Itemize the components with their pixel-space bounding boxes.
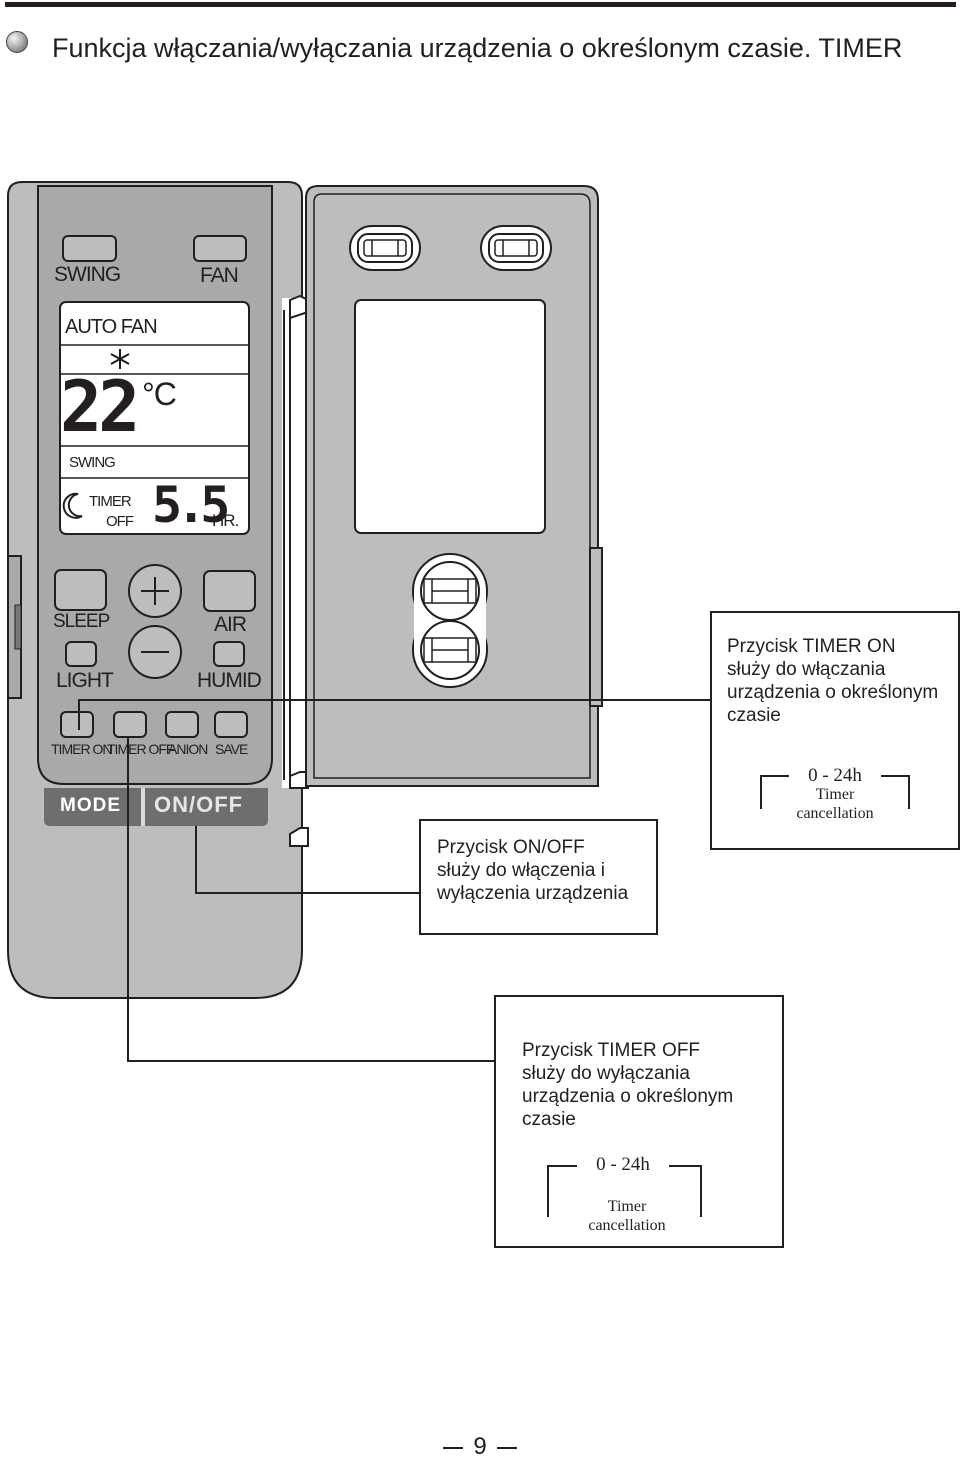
light-label: LIGHT (56, 669, 114, 692)
leader-lines (78, 699, 712, 1062)
callout-timer-on-text: Przycisk TIMER ON służy do włączania urz… (727, 636, 939, 726)
mode-band (44, 788, 268, 826)
cover-window (354, 299, 546, 534)
save-label: SAVE (215, 741, 248, 757)
lcd-timer-label: TIMER (89, 493, 132, 510)
bullet-icon (6, 31, 28, 53)
timer-cancel: Timer cancellation (782, 785, 888, 823)
timer-range-diagram: 0 - 24h Timer cancellation (760, 765, 910, 827)
latch (289, 827, 309, 847)
humid-button (213, 641, 245, 667)
air-label: AIR (214, 613, 247, 636)
save-button (214, 711, 248, 738)
snowflake-icon (110, 349, 130, 369)
fan-button-label: FAN (200, 264, 239, 287)
callout-timer-on: Przycisk TIMER ON służy do włączania urz… (710, 611, 960, 850)
light-button (65, 641, 97, 667)
timer-range: 0 - 24h (789, 765, 881, 787)
lcd-timer-state: OFF (106, 513, 134, 530)
cover-slot-right (480, 225, 552, 271)
humid-label: HUMID (197, 669, 262, 692)
top-rule (5, 2, 956, 7)
timer-off-range-diagram: 0 - 24h Timer cancellation (547, 1154, 702, 1235)
lcd-timer-unit: HR. (212, 511, 239, 530)
cover-slot-left (349, 225, 421, 271)
anion-label: ANION (168, 741, 208, 757)
sleep-button (54, 569, 107, 611)
page-heading: Funkcja włączania/wyłączania urządzenia … (52, 33, 903, 63)
lcd-fan-mode: AUTO FAN (65, 316, 158, 338)
on-off-button[interactable]: ON/OFF (154, 792, 244, 817)
fan-button (193, 235, 247, 262)
battery-holder (412, 553, 488, 688)
lcd-temperature: 22 (60, 366, 140, 448)
lcd-swing: SWING (69, 454, 116, 471)
moon-icon (62, 492, 83, 519)
lcd-timer-value: 5.5 (152, 476, 230, 534)
swing-button-label: SWING (54, 263, 121, 286)
timer-off-label: TIMER OFF (107, 741, 174, 757)
timer-on-label: TIMER ON (51, 741, 112, 757)
sleep-label: SLEEP (53, 611, 110, 632)
lcd-temperature-unit: °C (142, 376, 177, 412)
callout-on-off-text: Przycisk ON/OFF służy do włączenia i wył… (437, 837, 629, 904)
timer-off-range: 0 - 24h (577, 1154, 669, 1176)
swing-button (62, 235, 117, 262)
remote-illustration (7, 181, 712, 1062)
timer-on-button (60, 711, 94, 738)
air-button (203, 570, 256, 612)
callout-timer-off: Przycisk TIMER OFF służy do wyłączania u… (494, 995, 784, 1248)
mode-button[interactable]: MODE (60, 795, 121, 816)
anion-button (165, 711, 199, 738)
callout-timer-off-text: Przycisk TIMER OFF służy do wyłączania u… (522, 1040, 734, 1130)
timer-off-cancel: Timer cancellation (572, 1197, 682, 1235)
timer-off-button (113, 711, 147, 738)
callout-on-off: Przycisk ON/OFF służy do włączenia i wył… (419, 819, 658, 935)
page-number: 9 (440, 1433, 520, 1461)
lcd-screen (59, 301, 250, 535)
